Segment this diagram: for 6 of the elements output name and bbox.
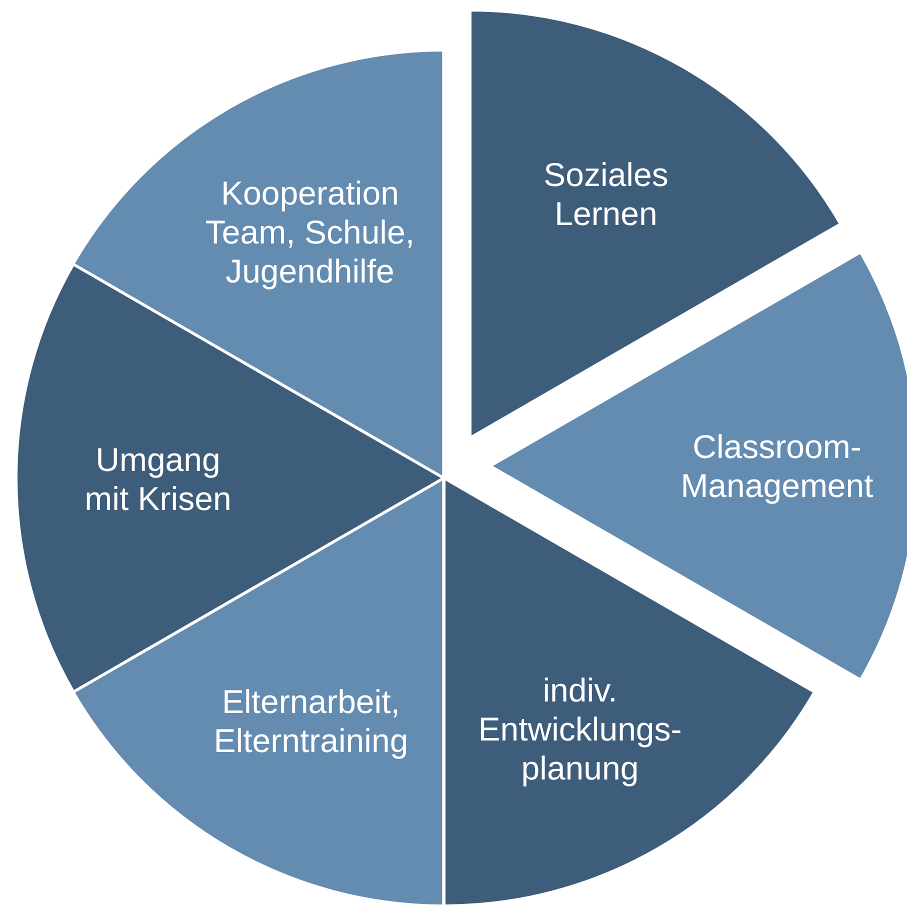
segment-label: Kooperation Team, Schule, Jugendhilfe <box>204 174 416 292</box>
segment-label: Classroom- Management <box>680 428 874 506</box>
segment-label: Soziales Lernen <box>542 156 670 234</box>
segment-label: indiv. Entwicklungs- planung <box>477 672 683 788</box>
segment-label: Elternarbeit, Elterntraining <box>212 683 410 761</box>
segment-label: Umgang mit Krisen <box>84 441 232 519</box>
